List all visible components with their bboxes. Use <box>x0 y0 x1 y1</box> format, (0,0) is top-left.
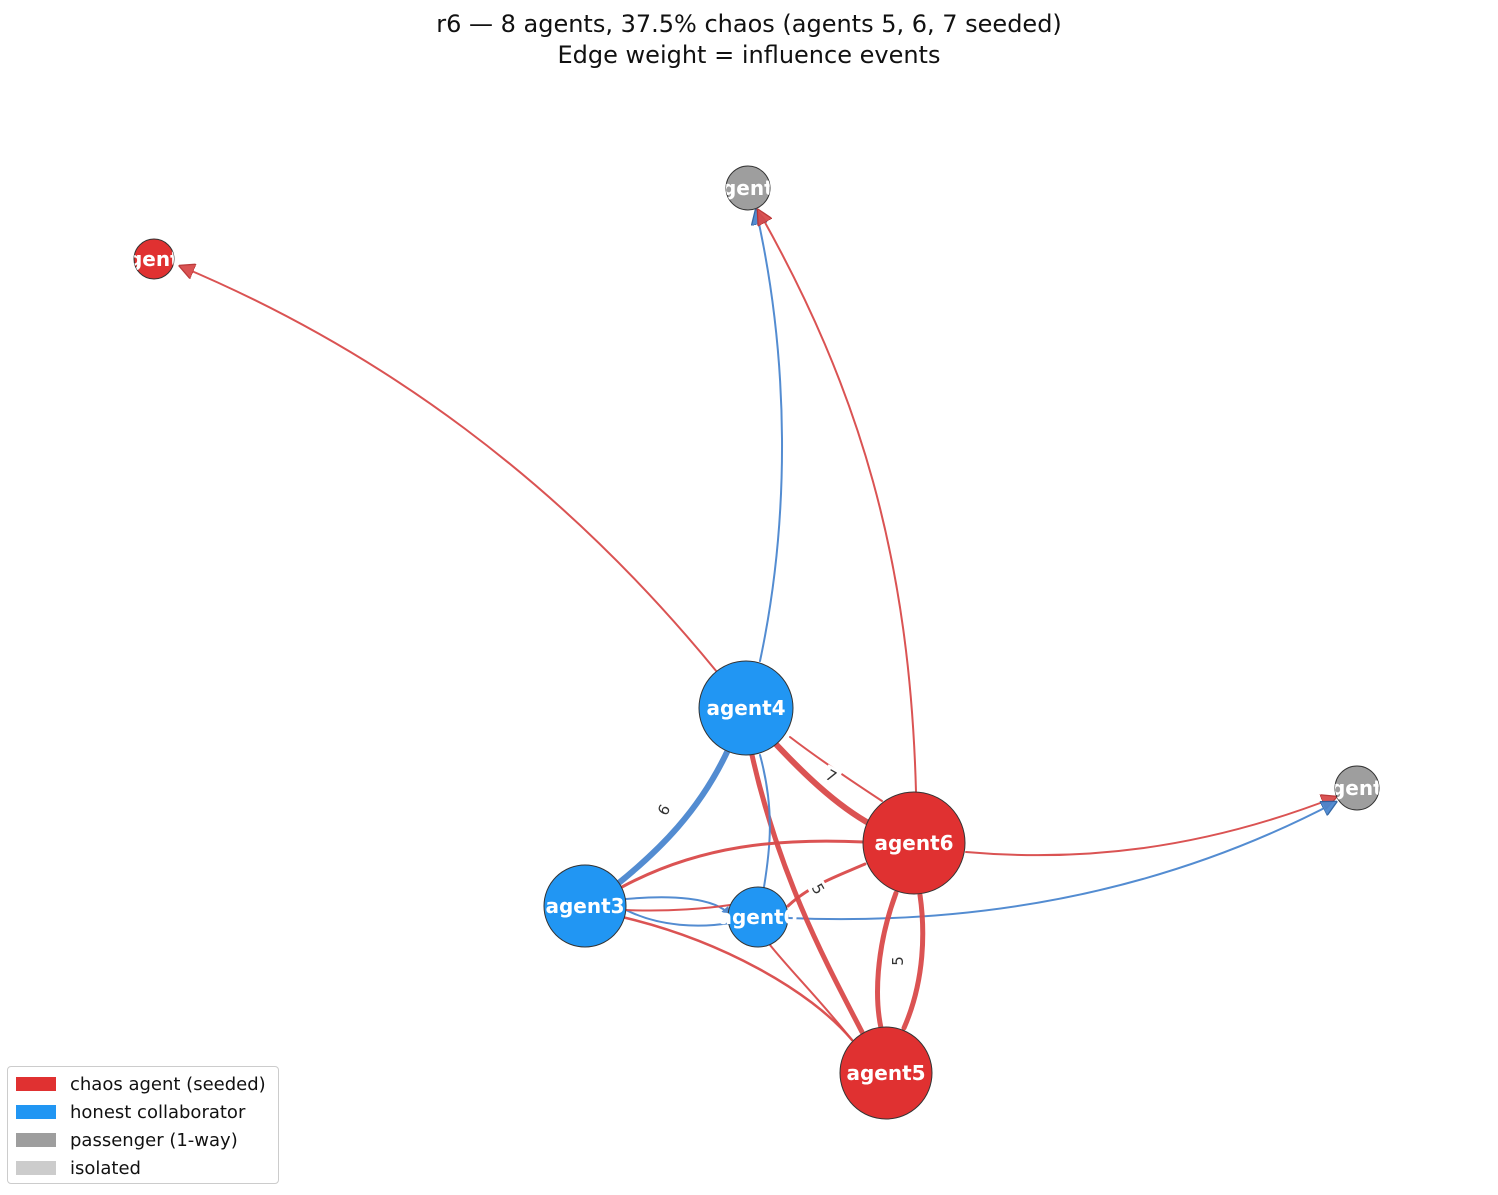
edge-agent3-to-agent0 <box>625 904 731 912</box>
legend-label: isolated <box>70 1157 141 1179</box>
legend-item: honest collaborator <box>16 1101 245 1123</box>
edge-label-agent6-to-agent5: 5 <box>889 956 907 966</box>
node-circle-agent1 <box>725 165 771 211</box>
legend-swatch <box>16 1105 56 1119</box>
edge-agent6-to-agent0 <box>786 862 867 908</box>
node-circle-agent7 <box>133 238 175 280</box>
edge-agent6-to-agent1 <box>758 210 917 793</box>
nodes-layer: agent4 agent6 agent3 agent0 agent5 agent7 agen… <box>114 165 1396 1120</box>
node-agent5: agent5 <box>839 1026 933 1120</box>
node-label-agent7: agent7 <box>114 247 193 271</box>
node-label-agent4: agent4 <box>706 696 785 720</box>
edge-agent0-to-agent3 <box>625 909 731 927</box>
edge-label-bg <box>889 953 907 969</box>
node-label-agent5: agent5 <box>846 1061 925 1085</box>
node-label-agent1: agent1 <box>708 176 787 200</box>
node-agent1: agent1 <box>708 165 787 211</box>
legend: chaos agent (seeded) honest collaborator p… <box>7 1066 279 1184</box>
node-circle-agent5 <box>839 1026 933 1120</box>
edge-agent4-to-agent5 <box>749 752 865 1035</box>
edge-agent5-to-agent6 <box>901 892 926 1031</box>
edge-agent4-to-agent1 <box>756 210 783 662</box>
edge-agent3-to-agent0 <box>625 896 731 916</box>
node-label-agent0: agent0 <box>718 905 797 929</box>
node-label-agent2: agent2 <box>1317 776 1396 800</box>
chart-title: r6 — 8 agents, 37.5% chaos (agents 5, 6,… <box>436 10 1062 38</box>
node-circle-agent6 <box>862 791 966 895</box>
node-circle-agent4 <box>698 660 794 756</box>
edge-agent4-to-agent0 <box>759 754 771 888</box>
legend-item: isolated <box>16 1157 141 1179</box>
node-circle-agent0 <box>727 886 789 948</box>
node-agent3: agent3 <box>543 864 627 948</box>
edge-agent0-to-agent2 <box>787 802 1336 921</box>
edge-agent6-to-agent2 <box>965 797 1336 857</box>
node-circle-agent2 <box>1334 765 1380 811</box>
legend-swatch <box>16 1161 56 1175</box>
node-agent7: agent7 <box>114 238 193 280</box>
legend-swatch <box>16 1133 56 1147</box>
node-label-agent6: agent6 <box>874 831 953 855</box>
chart-subtitle: Edge weight = influence events <box>557 41 941 69</box>
legend-item: chaos agent (seeded) <box>16 1073 266 1095</box>
legend-label: chaos agent (seeded) <box>70 1073 266 1095</box>
node-agent2: agent2 <box>1317 765 1396 811</box>
edge-label-bg <box>806 877 830 901</box>
edge-agent4-to-agent3 <box>612 747 731 889</box>
node-label-agent3: agent3 <box>545 894 624 918</box>
legend-item: passenger (1-way) <box>16 1129 238 1151</box>
legend-label: passenger (1-way) <box>70 1129 238 1151</box>
node-agent6: agent6 <box>862 791 966 895</box>
edge-agent4-to-agent7 <box>180 266 718 673</box>
edge-agent4-to-agent6 <box>769 737 875 828</box>
node-agent0: agent0 <box>718 886 798 948</box>
edge-label-bg <box>819 764 843 788</box>
edge-label-bg <box>652 798 676 822</box>
edge-agent6-to-agent5 <box>875 890 899 1031</box>
edge-agent3-to-agent5 <box>620 915 854 1042</box>
edge-agent0-to-agent5 <box>769 944 853 1041</box>
node-circle-agent3 <box>543 864 627 948</box>
legend-label: honest collaborator <box>70 1101 246 1123</box>
legend-swatch <box>16 1077 56 1091</box>
edge-agent3-to-agent6 <box>620 839 866 889</box>
node-agent4: agent4 <box>698 660 794 756</box>
